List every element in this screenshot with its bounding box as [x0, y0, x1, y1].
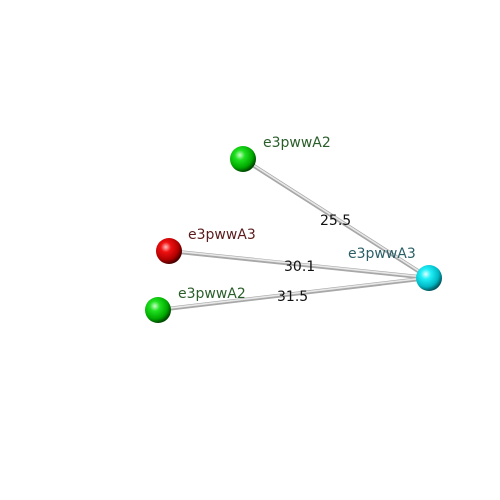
- edge-labels-layer: 25.5 30.1 31.5: [277, 213, 351, 305]
- node-label: e3pwwA2: [263, 135, 331, 151]
- edge-distance-label: 25.5: [320, 213, 351, 229]
- node-labels-layer: e3pwwA2 e3pwwA3 e3pwwA2 e3pwwA3: [178, 135, 416, 302]
- node-label: e3pwwA2: [178, 286, 246, 302]
- node-sphere-red[interactable]: [156, 238, 182, 264]
- edge-highlight: [242, 157, 430, 279]
- nodes-layer: [145, 146, 442, 323]
- edge-highlight: [168, 249, 430, 279]
- node-label: e3pwwA3: [188, 227, 256, 243]
- edge-distance-label: 30.1: [284, 259, 315, 275]
- edge-n_top-n_cyan: [241, 157, 431, 280]
- edge-n_bottom-n_cyan: [156, 276, 431, 312]
- node-sphere-green[interactable]: [230, 146, 256, 172]
- node-sphere-green[interactable]: [145, 297, 171, 323]
- edge-highlight: [157, 276, 430, 311]
- node-sphere-cyan[interactable]: [416, 265, 442, 291]
- edge-n_red-n_cyan: [167, 249, 431, 280]
- edge-distance-label: 31.5: [277, 289, 308, 305]
- node-label: e3pwwA3: [348, 246, 416, 262]
- edges-layer: [156, 157, 431, 312]
